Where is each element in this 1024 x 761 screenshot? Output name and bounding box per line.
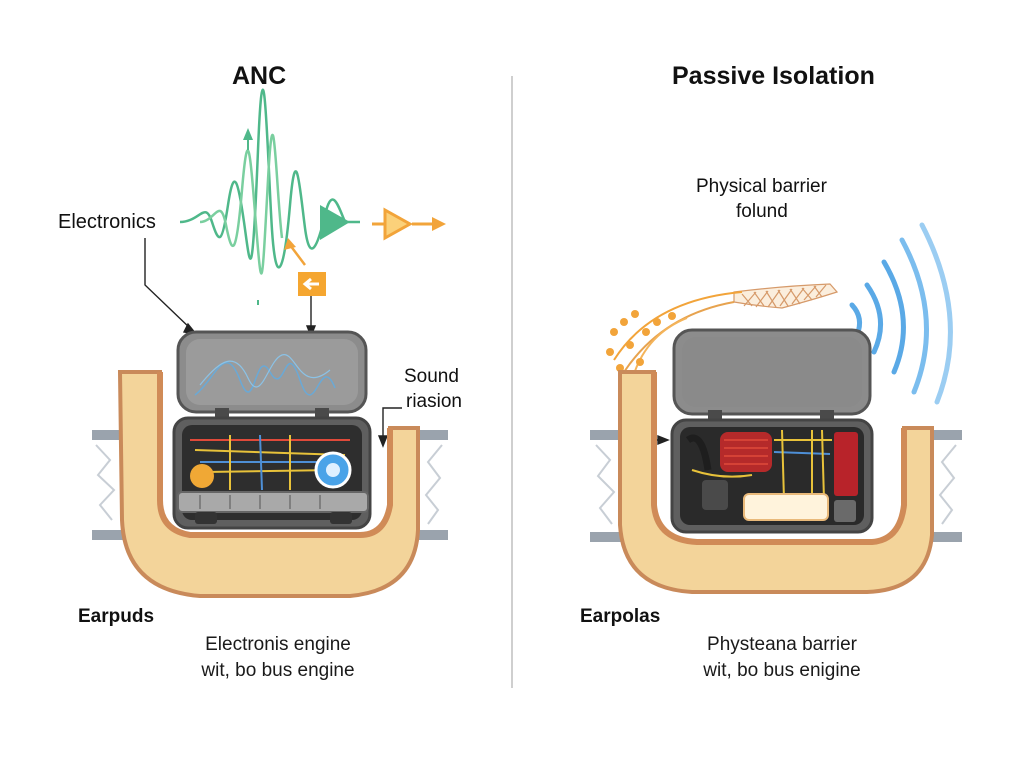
passive-orange-dots [606,310,676,394]
anc-waveform [179,88,360,305]
passive-sound-waves [849,222,953,405]
anc-sound-label-line2: riasion [406,391,462,412]
passive-mesh-barrier [733,283,839,309]
anc-caption-line2: wit, bo bus engine [201,659,355,681]
passive-caption-line2: wit, bo bus enigine [703,659,861,681]
passive-earbuds-label: Earpolas [580,606,661,627]
passive-barrier-label-line1: Physical barrier [696,176,827,197]
anc-earbuds-label: Earpuds [78,606,155,627]
passive-foam-body [618,370,934,594]
passive-illustration [590,222,962,594]
anc-side-rails [92,430,448,540]
passive-case [670,328,874,534]
panel-divider [511,76,513,688]
anc-foam-body [117,370,420,598]
anc-title: ANC [232,62,287,90]
anc-case [172,330,372,530]
anc-feedback-box [298,272,326,296]
passive-caption-line1: Physteana barrier [707,634,857,655]
passive-side-rails [590,430,962,542]
anc-caption: Electronis engine wit, bo bus engine [178,632,378,683]
passive-caption: Physteana barrier wit, bo bus enigine [677,632,887,683]
anc-illustration [92,88,448,598]
passive-barrier-label-line2: folund [736,201,788,222]
anc-orange-arrows [284,207,446,266]
passive-panel: Passive Isolation Physical barrier folun… [512,0,1024,761]
anc-caption-line1: Electronis engine [205,634,351,655]
passive-title: Passive Isolation [672,62,875,90]
anc-electronics-label: Electronics [58,211,156,233]
anc-sound-label-line1: Sound [404,366,459,387]
anc-panel: ANC Electronics Sound riasion Earpuds El… [58,62,462,683]
